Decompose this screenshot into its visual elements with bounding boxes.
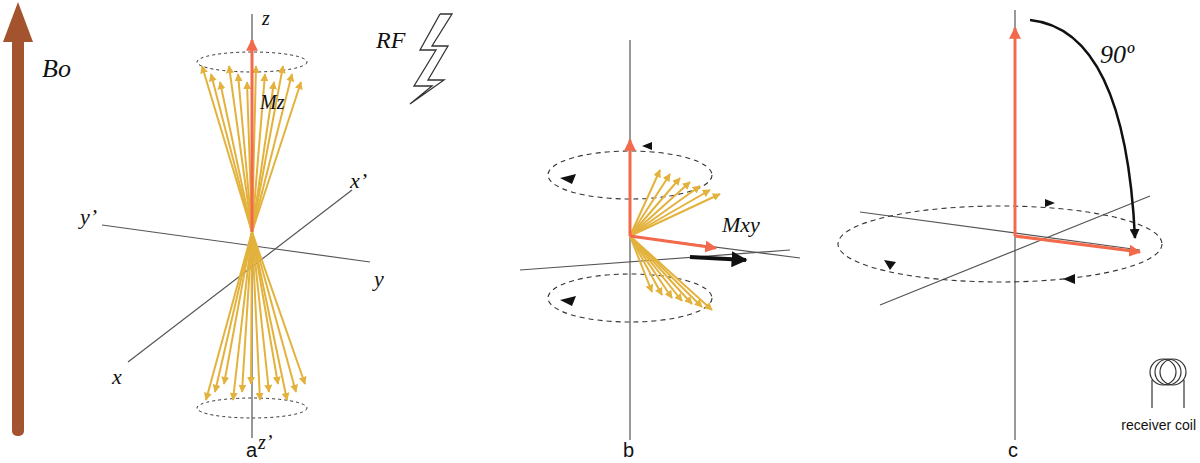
axis-label: x’ — [350, 170, 367, 192]
flip-arrow — [1030, 20, 1135, 238]
spin-up — [238, 74, 252, 232]
mz-vector-b — [629, 140, 632, 236]
axis-label: y — [374, 268, 384, 290]
b0-shaft — [12, 38, 24, 436]
spin-up — [202, 66, 252, 232]
spin-up — [630, 190, 710, 236]
field-label: Bo — [42, 56, 71, 82]
vector-label: Mz — [260, 92, 284, 112]
axes-a — [102, 14, 370, 438]
spin-down — [252, 232, 296, 392]
spin-up — [630, 178, 680, 236]
receiver-coil — [1150, 359, 1186, 408]
panel-label: b — [623, 440, 634, 460]
spin-down — [252, 232, 305, 384]
mxy-vector — [630, 236, 716, 248]
axis-label: x — [112, 366, 122, 388]
spin-up — [630, 182, 690, 236]
axis-label: y’ — [80, 206, 97, 228]
pulse-label: RF — [376, 28, 405, 52]
axis-label: z — [262, 8, 270, 28]
angle-label: 90º — [1100, 42, 1134, 68]
mz-vector — [251, 40, 254, 232]
mz-vector-c — [1014, 28, 1017, 236]
rf-lightning — [410, 14, 452, 104]
spin-down — [215, 232, 252, 392]
b0-head — [3, 2, 33, 42]
panel-label: a — [246, 440, 257, 460]
spin-down — [251, 232, 252, 384]
axes-b — [520, 40, 800, 440]
panel-label: c — [1008, 440, 1018, 460]
axes-c — [860, 10, 1150, 440]
axis-label: z’ — [258, 432, 272, 452]
mxy-vector-c — [1015, 236, 1140, 252]
spin-up — [220, 82, 252, 232]
spin-up — [252, 74, 292, 232]
spin-up — [229, 66, 252, 232]
precession-c — [838, 206, 1162, 282]
mxy-direction — [690, 257, 746, 260]
spin-up — [630, 194, 720, 236]
spin-up — [211, 74, 252, 232]
spin-down — [206, 232, 252, 400]
coil-label: receiver coil — [1121, 418, 1196, 432]
spin-up — [630, 186, 700, 236]
vector-label: Mxy — [722, 214, 760, 236]
spin-down — [233, 232, 252, 400]
spin-down — [242, 232, 252, 392]
spin-up — [252, 82, 301, 232]
